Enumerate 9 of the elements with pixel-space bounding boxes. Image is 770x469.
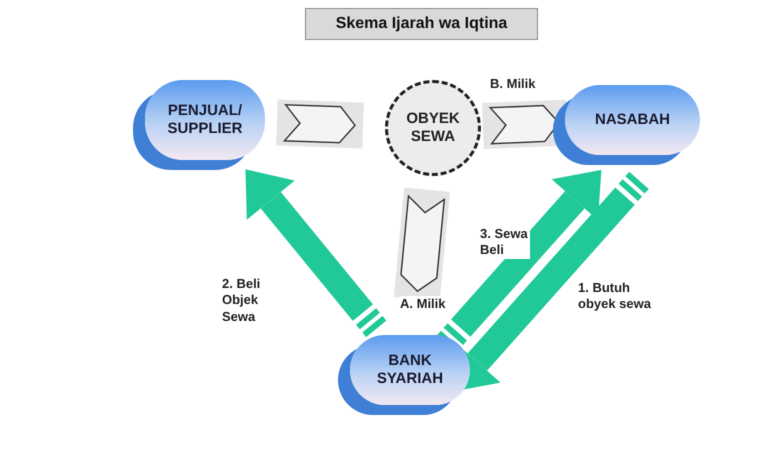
node-label: NASABAH [595,111,670,129]
title-box: Skema Ijarah wa Iqtina [305,8,538,40]
rounded-box [350,335,470,405]
node-label: PENJUAL/ SUPPLIER [166,102,244,138]
rounded-box [145,80,265,160]
node-label: OBYEK SEWA [405,110,461,146]
node-label: BANK SYARIAH [376,352,444,388]
rounded-box [565,85,700,155]
edge-label: 3. Sewa Beli [480,226,530,258]
